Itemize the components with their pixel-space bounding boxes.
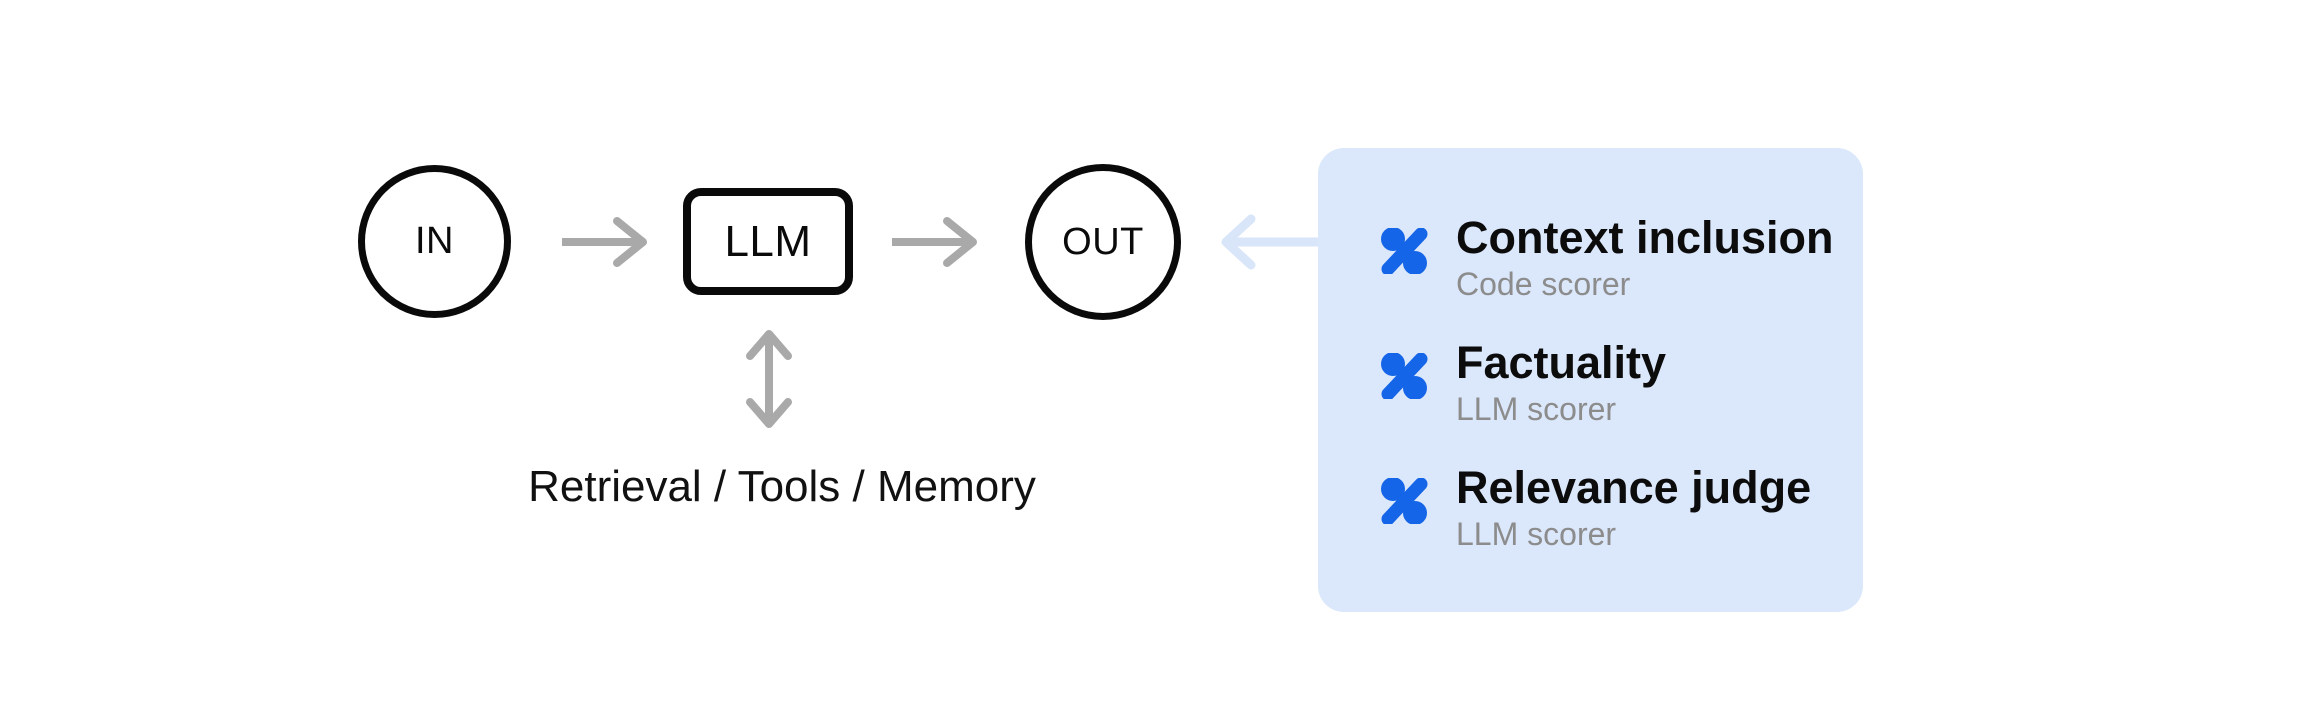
scorer-subtitle: LLM scorer — [1456, 516, 1617, 552]
arrow-right-icon — [892, 217, 977, 267]
scorer-text: Context inclusion Code scorer — [1456, 215, 1834, 300]
scorer-subtitle: Code scorer — [1456, 266, 1631, 302]
arrow-up-down-icon — [746, 330, 792, 428]
node-llm-label: LLM — [724, 216, 812, 266]
arrow-right-icon — [562, 217, 647, 267]
percent-icon — [1381, 478, 1428, 524]
scorer-item-relevance-judge: Relevance judge LLM scorer — [1380, 465, 1811, 550]
scorer-text: Factuality LLM scorer — [1456, 340, 1666, 425]
context-tools-label: Retrieval / Tools / Memory — [528, 462, 1036, 511]
scorer-title: Context inclusion — [1456, 212, 1834, 263]
percent-icon — [1381, 353, 1428, 399]
scorer-subtitle: LLM scorer — [1456, 391, 1617, 427]
percent-icon — [1381, 228, 1428, 274]
node-out: OUT — [1025, 164, 1181, 320]
arrow-left-icon — [1221, 214, 1324, 270]
node-llm: LLM — [683, 188, 853, 295]
node-in: IN — [358, 165, 511, 318]
scorer-item-context-inclusion: Context inclusion Code scorer — [1380, 215, 1834, 300]
scorer-panel: Context inclusion Code scorer Factuality… — [1318, 148, 1863, 612]
scorer-item-factuality: Factuality LLM scorer — [1380, 340, 1666, 425]
scorer-title: Factuality — [1456, 337, 1667, 388]
scorer-title: Relevance judge — [1456, 462, 1812, 513]
node-in-label: IN — [415, 220, 454, 262]
scorer-text: Relevance judge LLM scorer — [1456, 465, 1811, 550]
node-out-label: OUT — [1062, 220, 1144, 263]
